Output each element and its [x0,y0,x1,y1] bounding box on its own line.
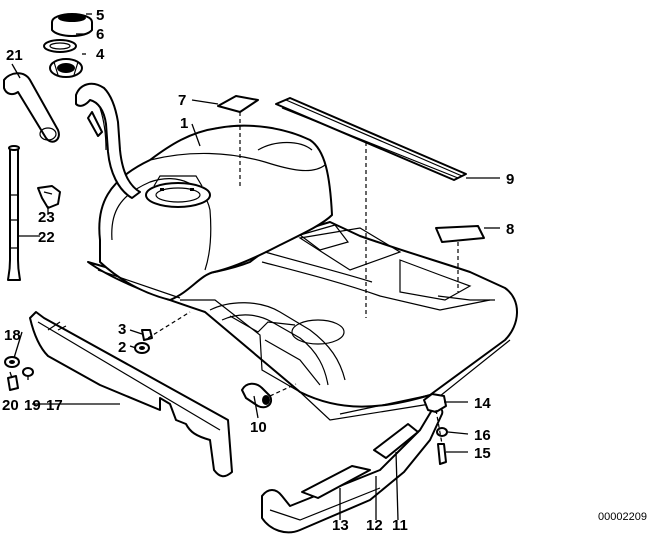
callout-1: 1 [180,115,188,132]
clip-23 [37,185,61,209]
vent-hose-21 [3,72,60,143]
filler-neck [75,82,141,199]
callout-4: 4 [96,46,105,63]
callout-20: 20 [2,397,19,414]
grommet-10 [241,382,272,409]
washer-2 [134,342,150,354]
vent-tube-22 [7,145,21,281]
callout-19: 19 [24,397,41,414]
callout-7: 7 [178,92,186,109]
callout-22: 22 [38,229,55,246]
callout-5: 5 [96,7,104,24]
callout-14: 14 [474,395,491,412]
callout-13: 13 [332,517,349,534]
callout-15: 15 [474,445,491,462]
nut-18 [4,356,20,368]
fuel-tank [87,124,518,421]
tank-cap [51,13,93,37]
lock-ring [49,58,83,78]
trim-strip-11-12-13 [261,406,444,534]
callout-6: 6 [96,26,104,43]
callout-23: 23 [38,209,55,226]
reference-code: 00002209 [598,511,647,523]
pad-8 [435,225,485,243]
callout-2: 2 [118,339,126,356]
gasket-ring [43,39,77,53]
bolt-20 [7,375,19,391]
washer-19 [22,367,34,377]
callout-21: 21 [6,47,23,64]
callout-9: 9 [506,171,514,188]
nut-3 [141,329,153,341]
callout-8: 8 [506,221,514,238]
callout-18: 18 [4,327,21,344]
bolt-15 [437,443,447,465]
callout-17: 17 [46,397,63,414]
callout-10: 10 [250,419,267,436]
leader-lines [9,13,500,521]
callout-12: 12 [366,517,383,534]
heat-shield-17 [29,311,233,478]
strap-9 [275,97,467,181]
nut-16 [436,427,448,437]
pad-7 [217,95,259,113]
callout-16: 16 [474,427,491,444]
assembly-lines [147,112,459,445]
callout-labels: 5 6 4 21 7 1 9 23 22 8 3 2 18 20 19 17 1… [2,7,514,534]
callout-11: 11 [392,517,408,534]
bracket-14 [423,393,447,413]
callout-3: 3 [118,321,126,338]
